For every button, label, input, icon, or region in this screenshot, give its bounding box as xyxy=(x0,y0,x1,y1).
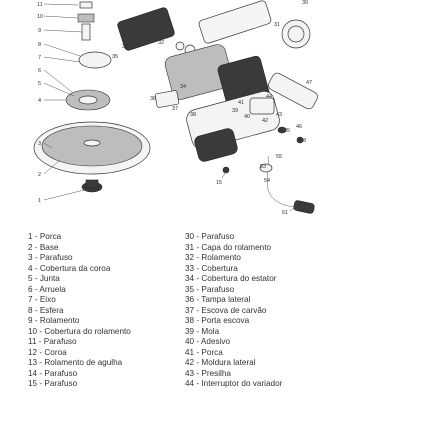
callout-36: 36 xyxy=(150,96,156,102)
callout-48: 48 xyxy=(300,138,306,144)
callout-10: 10 xyxy=(37,14,43,20)
callout-6: 6 xyxy=(38,68,41,74)
part-item: 8 - Esfera xyxy=(28,305,64,315)
part-item: 12 - Coroa xyxy=(28,347,67,357)
callout-51: 51 xyxy=(282,210,288,216)
part-item: 40 - Adesivo xyxy=(185,337,231,346)
handle-assembly xyxy=(154,72,318,214)
callout-53: 53 xyxy=(260,164,266,170)
callout-5: 5 xyxy=(38,81,41,87)
part-item: 2 - Base xyxy=(28,242,59,252)
part-item: 35 - Parafuso xyxy=(185,284,235,294)
part-item: 32 - Rolamento xyxy=(185,253,241,262)
part-item: 7 - Eixo xyxy=(28,295,56,304)
part-item: 1 - Porca xyxy=(28,232,62,241)
callout-30: 30 xyxy=(302,0,308,6)
callout-1: 1 xyxy=(38,198,41,204)
part-item: 14 - Parafuso xyxy=(28,368,78,378)
callout-40: 40 xyxy=(244,114,250,120)
part-item: 36 - Tampa lateral xyxy=(185,295,251,304)
parts-list: 1 - Porca 2 - Base 3 - Parafuso 4 - Cobe… xyxy=(0,232,430,430)
callout-labels: 11 10 9 8 7 6 5 4 3 2 1 15 35 33 30 31 3… xyxy=(37,0,312,216)
callout-34: 34 xyxy=(180,84,186,90)
left-parts-stack xyxy=(33,1,151,193)
callout-41: 41 xyxy=(238,100,244,106)
callout-leaders xyxy=(43,3,297,212)
callout-8: 8 xyxy=(38,42,41,48)
callout-54: 54 xyxy=(264,178,270,184)
part-item: 34 - Cobertura do estator xyxy=(185,274,277,283)
part-item: 13 - Rolamento de agulha xyxy=(28,358,123,367)
callout-35: 35 xyxy=(112,54,118,60)
callout-7: 7 xyxy=(38,55,41,61)
part-item: 9 - Rolamento xyxy=(28,316,80,325)
part-item: 37 - Escova de carvão xyxy=(185,305,267,315)
callout-47: 47 xyxy=(306,80,312,86)
callout-55: 55 xyxy=(276,154,282,160)
part-item: 31 - Capa do rolamento xyxy=(185,242,272,252)
part-item: 30 - Parafuso xyxy=(185,232,235,241)
callout-15: 15 xyxy=(216,180,222,186)
parts-list-left-column: 1 - Porca 2 - Base 3 - Parafuso 4 - Cobe… xyxy=(28,232,131,390)
parts-list-right-column: 30 - Parafuso 31 - Capa do rolamento 32 … xyxy=(185,232,282,390)
callout-37: 37 xyxy=(172,106,178,112)
part-item: 15 - Parafuso xyxy=(28,379,78,388)
part-item: 5 - Junta xyxy=(28,274,60,283)
callout-11: 11 xyxy=(37,2,43,8)
part-item: 33 - Cobertura xyxy=(185,263,238,273)
part-item: 43 - Presilha xyxy=(185,368,231,378)
exploded-view-diagram: 11 10 9 8 7 6 5 4 3 2 1 15 35 33 30 31 3… xyxy=(33,0,318,216)
part-item: 4 - Cobertura da coroa xyxy=(28,263,111,273)
callout-46: 46 xyxy=(296,124,302,130)
callout-3: 3 xyxy=(38,141,41,147)
callout-4: 4 xyxy=(38,98,41,104)
part-item: 41 - Porca xyxy=(185,347,223,357)
callout-45: 45 xyxy=(284,128,290,134)
part-item: 10 - Cobertura do rolamento xyxy=(28,326,131,336)
part-item: 6 - Arruela xyxy=(28,284,66,294)
part-item: 42 - Moldura lateral xyxy=(185,358,256,367)
callout-9: 9 xyxy=(38,28,41,34)
part-item: 39 - Mola xyxy=(185,326,220,336)
callout-39: 39 xyxy=(232,108,238,114)
callout-2: 2 xyxy=(38,172,41,178)
part-item: 11 - Parafuso xyxy=(28,337,77,346)
callout-44: 44 xyxy=(266,94,272,100)
callout-42: 42 xyxy=(262,118,268,124)
callout-33: 33 xyxy=(122,44,128,50)
callout-38: 38 xyxy=(190,112,196,118)
part-item: 3 - Parafuso xyxy=(28,253,73,262)
callout-31: 31 xyxy=(274,22,280,28)
callout-43: 43 xyxy=(276,112,282,118)
part-item: 38 - Porta escova xyxy=(185,316,250,325)
part-item: 44 - Interruptor do variador xyxy=(185,379,283,388)
callout-32: 32 xyxy=(158,40,164,46)
